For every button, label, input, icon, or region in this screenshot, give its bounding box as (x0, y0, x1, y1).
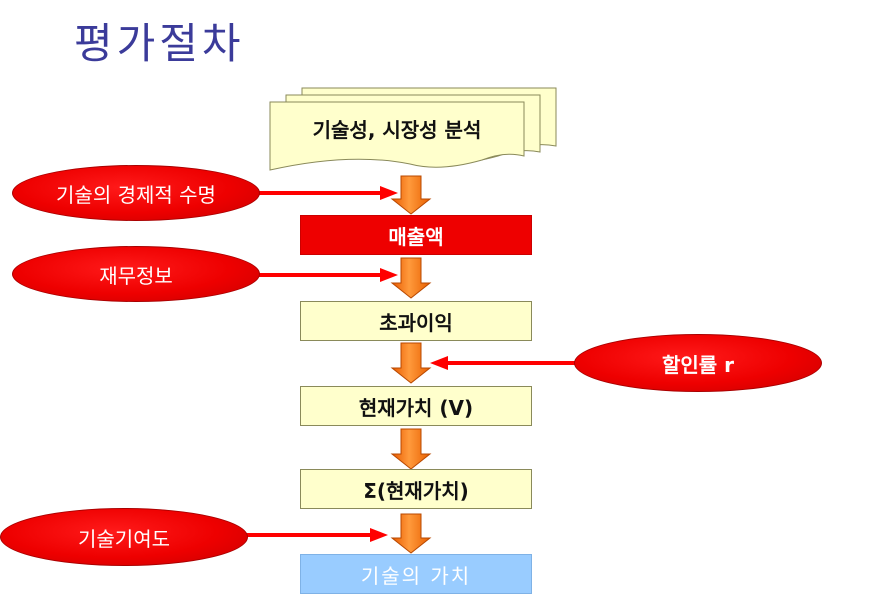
input-arrow-4 (246, 528, 388, 542)
step-revenue: 매출액 (300, 215, 532, 255)
flow-arrow-5 (390, 513, 432, 554)
flow-arrow-4 (390, 428, 432, 470)
input-oval-financial-info: 재무정보 (12, 246, 260, 302)
input-arrow-2 (258, 268, 398, 282)
document-stack-icon (269, 87, 557, 171)
flow-arrow-2 (390, 257, 432, 299)
flow-arrow-3 (390, 342, 432, 384)
input-oval-economic-life: 기술의 경제적 수명 (12, 165, 260, 221)
step-present-value: 현재가치 (V) (300, 386, 532, 426)
step-sum-present-value: Σ(현재가치) (300, 469, 532, 509)
step-excess-profit: 초과이익 (300, 301, 532, 341)
input-arrow-1 (258, 186, 398, 200)
analysis-document-label: 기술성, 시장성 분석 (312, 118, 482, 142)
page-title: 평가절차 (74, 19, 245, 68)
step-technology-value: 기술의 가치 (300, 554, 532, 594)
input-oval-technology-contribution: 기술기여도 (0, 508, 248, 566)
input-arrow-3 (430, 356, 576, 370)
flow-arrow-1 (390, 175, 432, 215)
input-oval-discount-rate: 할인률 r (574, 334, 822, 392)
